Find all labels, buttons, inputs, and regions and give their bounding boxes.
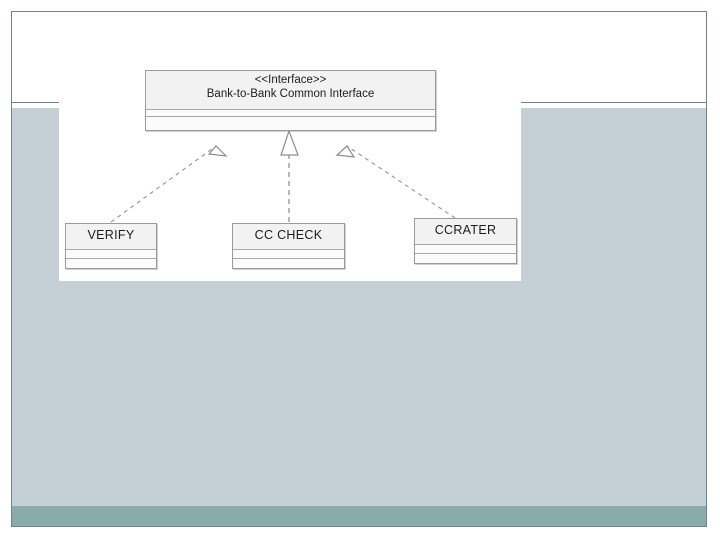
arrowhead-cccheck (280, 129, 299, 156)
uml-class-name-verify: VERIFY (66, 224, 156, 249)
uml-interface-box[interactable]: <<Interface>> Bank-to-Bank Common Interf… (145, 70, 436, 131)
uml-class-box-ccrater[interactable]: CCRATER (414, 218, 517, 264)
uml-class-attributes-compartment-cc-check (233, 249, 344, 258)
uml-interface-operations-compartment (146, 116, 435, 130)
uml-interface-attributes-compartment (146, 109, 435, 116)
connector-verify (110, 145, 217, 223)
uml-interface-stereotype: <<Interface>> (254, 74, 327, 86)
uml-class-box-verify[interactable]: VERIFY (65, 223, 157, 269)
uml-diagram-image: <<Interface>> Bank-to-Bank Common Interf… (59, 58, 521, 281)
uml-interface-header: <<Interface>> Bank-to-Bank Common Interf… (146, 71, 435, 109)
connector-ccrater (346, 145, 456, 219)
uml-class-name-cc-check: CC CHECK (233, 224, 344, 249)
uml-class-operations-compartment-cc-check (233, 258, 344, 268)
uml-canvas: <<Interface>> Bank-to-Bank Common Interf… (59, 58, 521, 281)
uml-class-attributes-compartment-verify (66, 249, 156, 258)
uml-class-operations-compartment-verify (66, 258, 156, 268)
presentation-slide: <<Interface>> Bank-to-Bank Common Interf… (11, 11, 707, 527)
arrowhead-ccrater (335, 145, 356, 158)
uml-class-box-cc-check[interactable]: CC CHECK (232, 223, 345, 269)
slide-footer-band (12, 506, 706, 526)
uml-class-attributes-compartment-ccrater (415, 244, 516, 253)
uml-class-name-ccrater: CCRATER (415, 219, 516, 244)
uml-interface-name: Bank-to-Bank Common Interface (206, 87, 375, 100)
uml-class-operations-compartment-ccrater (415, 253, 516, 263)
arrowhead-verify (207, 145, 228, 157)
